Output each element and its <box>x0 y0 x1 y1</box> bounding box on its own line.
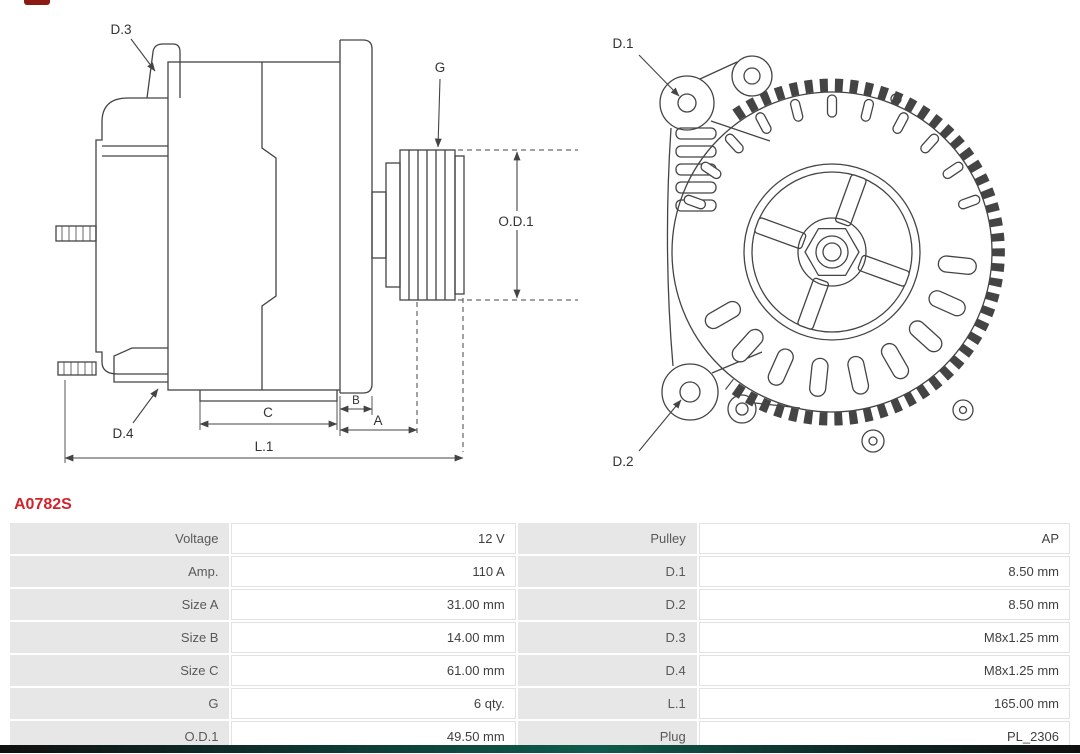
logo-fragment <box>24 0 50 5</box>
od1-label-mask <box>489 211 544 230</box>
spec-label: Pulley <box>517 522 697 554</box>
spec-value: AP <box>698 522 1070 554</box>
spec-row: Size C 61.00 mm D.4 M8x1.25 mm <box>10 654 1070 686</box>
spec-label: L.1 <box>517 687 697 719</box>
dim-label-b: B <box>352 395 360 407</box>
front-view-slots-and-spokes <box>683 94 981 397</box>
spec-value: 12 V <box>231 522 516 554</box>
spec-label: Size C <box>10 654 230 686</box>
spec-row: Size B 14.00 mm D.3 M8x1.25 mm <box>10 621 1070 653</box>
spec-row: Size A 31.00 mm D.2 8.50 mm <box>10 588 1070 620</box>
spec-value: 8.50 mm <box>698 555 1070 587</box>
dim-label-d2: D.2 <box>612 454 633 469</box>
side-view-extension-lines <box>64 380 373 463</box>
spec-row: Amp. 110 A D.1 8.50 mm <box>10 555 1070 587</box>
dim-label-od1: O.D.1 <box>498 214 533 229</box>
part-number: A0782S <box>14 496 72 513</box>
spec-value: 14.00 mm <box>231 621 516 653</box>
spec-label: D.4 <box>517 654 697 686</box>
dim-label-d1: D.1 <box>612 36 633 51</box>
spec-label: D.1 <box>517 555 697 587</box>
spec-value: 6 qty. <box>231 687 516 719</box>
dim-label-g: G <box>435 60 446 75</box>
alternator-technical-diagram: D.3 G O.D.1 D.4 C B A L.1 D.1 D.2 <box>55 22 1005 469</box>
spec-value: M8x1.25 mm <box>698 654 1070 686</box>
spec-row: Voltage 12 V Pulley AP <box>10 522 1070 554</box>
front-view-drawing <box>659 55 1005 453</box>
spec-label: G <box>10 687 230 719</box>
spec-label: Amp. <box>10 555 230 587</box>
spec-value: 110 A <box>231 555 516 587</box>
spec-value: 31.00 mm <box>231 588 516 620</box>
spec-table: Voltage 12 V Pulley AP Amp. 110 A D.1 8.… <box>8 521 1072 754</box>
side-view-extension-dashed-lines <box>416 149 578 452</box>
spec-value: 8.50 mm <box>698 588 1070 620</box>
footer-gradient-bar <box>0 745 1080 753</box>
dim-label-d3: D.3 <box>110 22 131 37</box>
dim-label-a: A <box>373 413 382 428</box>
spec-value: 61.00 mm <box>231 654 516 686</box>
spec-label: Voltage <box>10 522 230 554</box>
dimension-lines <box>64 151 521 462</box>
leader-arrows <box>130 38 682 452</box>
dim-label-l1: L.1 <box>255 439 274 454</box>
dim-label-d4: D.4 <box>112 426 134 441</box>
spec-label: Size A <box>10 588 230 620</box>
spec-value: M8x1.25 mm <box>698 621 1070 653</box>
side-view-drawing <box>55 39 465 402</box>
spec-label: D.3 <box>517 621 697 653</box>
spec-label: D.2 <box>517 588 697 620</box>
spec-row: G 6 qty. L.1 165.00 mm <box>10 687 1070 719</box>
dim-label-c: C <box>263 405 273 420</box>
spec-value: 165.00 mm <box>698 687 1070 719</box>
spec-label: Size B <box>10 621 230 653</box>
